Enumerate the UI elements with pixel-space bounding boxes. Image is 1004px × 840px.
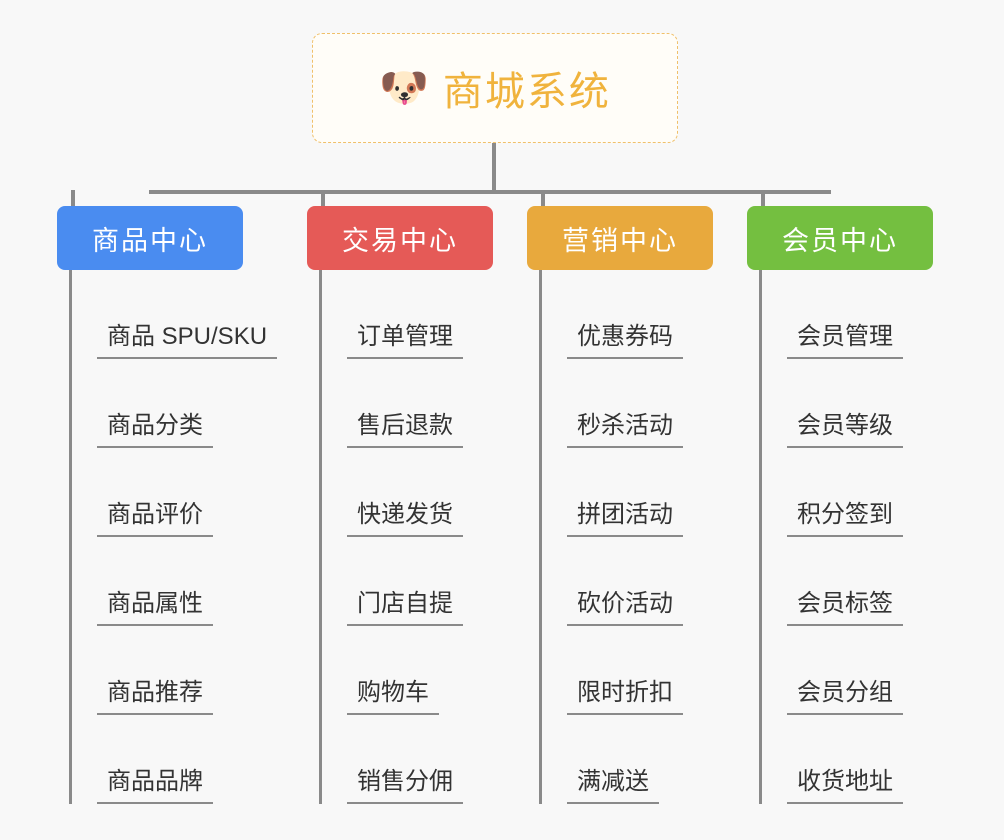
category-header-product-center[interactable]: 商品中心 [57,206,243,270]
leaf-item-label: 商品评价 [97,501,213,537]
column-marketing-center: 营销中心优惠券码秒杀活动拼团活动砍价活动限时折扣满减送 [527,206,713,804]
leaf-item-label: 商品分类 [97,412,213,448]
connector-drop-trade-center [321,190,325,210]
leaf-item-label: 订单管理 [347,323,463,359]
leaf-item[interactable]: 商品品牌 [69,715,243,804]
leaf-item[interactable]: 订单管理 [319,270,493,359]
leaf-item[interactable]: 商品评价 [69,448,243,537]
connector-drop-member-center [761,190,765,210]
leaf-item-label: 购物车 [347,679,439,715]
item-list-trade-center: 订单管理售后退款快递发货门店自提购物车销售分佣 [307,270,493,804]
dog-face-icon: 🐶 [379,66,429,110]
column-product-center: 商品中心商品 SPU/SKU 商品分类商品评价商品属性商品推荐商品品牌 [57,206,278,804]
leaf-item-label: 砍价活动 [567,590,683,626]
leaf-item-label: 快递发货 [347,501,463,537]
leaf-item-label: 秒杀活动 [567,412,683,448]
root-title: 商城系统 [442,70,611,114]
leaf-item[interactable]: 商品推荐 [69,626,243,715]
leaf-item-label: 会员标签 [787,590,903,626]
item-list-marketing-center: 优惠券码秒杀活动拼团活动砍价活动限时折扣满减送 [527,270,713,804]
column-trade-center: 交易中心订单管理售后退款快递发货门店自提购物车销售分佣 [307,206,493,804]
leaf-item[interactable]: 限时折扣 [539,626,713,715]
connector-drop-product-center [71,190,75,210]
leaf-item-label: 会员分组 [787,679,903,715]
leaf-item[interactable]: 售后退款 [319,359,493,448]
leaf-item[interactable]: 收货地址 [759,715,933,804]
leaf-item[interactable]: 购物车 [319,626,493,715]
leaf-item-label: 限时折扣 [567,679,683,715]
leaf-item[interactable]: 门店自提 [319,537,493,626]
leaf-item-label: 满减送 [567,768,659,804]
connector-drop-marketing-center [541,190,545,210]
leaf-item[interactable]: 会员分组 [759,626,933,715]
connector-trunk-member-center [759,270,762,804]
leaf-item[interactable]: 砍价活动 [539,537,713,626]
leaf-item-label: 销售分佣 [347,768,463,804]
leaf-item-label: 会员管理 [787,323,903,359]
leaf-item[interactable]: 商品分类 [69,359,243,448]
item-list-product-center: 商品 SPU/SKU 商品分类商品评价商品属性商品推荐商品品牌 [57,270,278,804]
leaf-item-label: 商品推荐 [97,679,213,715]
leaf-item[interactable]: 优惠券码 [539,270,713,359]
connector-trunk-marketing-center [539,270,542,804]
leaf-item[interactable]: 积分签到 [759,448,933,537]
leaf-item[interactable]: 销售分佣 [319,715,493,804]
leaf-item-label: 收货地址 [787,768,903,804]
leaf-item-label: 门店自提 [347,590,463,626]
leaf-item[interactable]: 满减送 [539,715,713,804]
leaf-item-label: 积分签到 [787,501,903,537]
connector-trunk-product-center [69,270,72,804]
column-member-center: 会员中心会员管理会员等级积分签到会员标签会员分组收货地址 [747,206,933,804]
leaf-item[interactable]: 秒杀活动 [539,359,713,448]
connector-root-stem [492,143,496,193]
leaf-item-label: 会员等级 [787,412,903,448]
leaf-item[interactable]: 会员标签 [759,537,933,626]
leaf-item[interactable]: 商品属性 [69,537,243,626]
leaf-item-label: 优惠券码 [567,323,683,359]
connector-horizontal-bus [149,190,831,194]
leaf-item[interactable]: 快递发货 [319,448,493,537]
leaf-item-label: 拼团活动 [567,501,683,537]
category-header-marketing-center[interactable]: 营销中心 [527,206,713,270]
leaf-item-label: 售后退款 [347,412,463,448]
category-header-member-center[interactable]: 会员中心 [747,206,933,270]
root-node[interactable]: 🐶 商城系统 [312,33,678,143]
connector-trunk-trade-center [319,270,322,804]
leaf-item-label: 商品属性 [97,590,213,626]
leaf-item-label: 商品 SPU/SKU [97,323,278,359]
leaf-item[interactable]: 拼团活动 [539,448,713,537]
leaf-item-label: 商品品牌 [97,768,213,804]
leaf-item[interactable]: 商品 SPU/SKU [69,270,278,359]
item-list-member-center: 会员管理会员等级积分签到会员标签会员分组收货地址 [747,270,933,804]
category-header-trade-center[interactable]: 交易中心 [307,206,493,270]
leaf-item[interactable]: 会员管理 [759,270,933,359]
leaf-item[interactable]: 会员等级 [759,359,933,448]
